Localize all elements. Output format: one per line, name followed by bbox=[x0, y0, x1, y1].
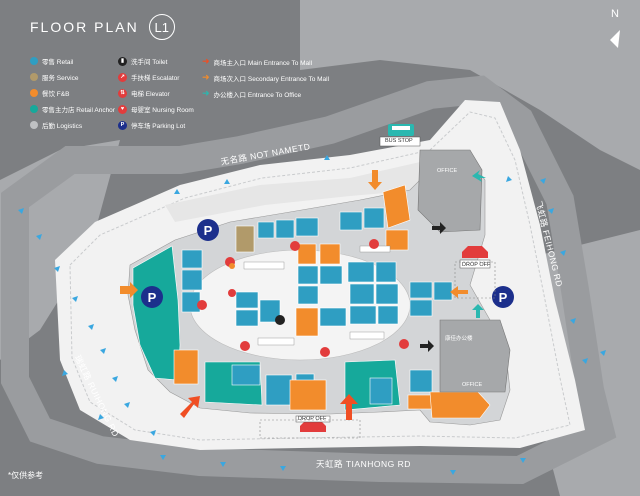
drop-off-south-label: DROP OFF bbox=[298, 416, 327, 422]
legend-fnb: 餐饮 F&B bbox=[30, 88, 69, 98]
svg-text:P: P bbox=[499, 290, 508, 305]
header: FLOOR PLAN L1 bbox=[30, 14, 175, 40]
legend-service: 服务 Service bbox=[30, 72, 78, 82]
arrow-icon: ➜ bbox=[202, 72, 210, 82]
legend-logistics: 后勤 Logistics bbox=[30, 120, 82, 130]
svg-text:P: P bbox=[204, 223, 213, 238]
road-label-south: 天虹路 TIANHONG RD bbox=[316, 459, 411, 469]
office-south-label: OFFICE bbox=[462, 382, 483, 388]
toilet-icon bbox=[275, 315, 285, 325]
secondary-entrance-arrow bbox=[120, 170, 468, 298]
fnb-units bbox=[173, 184, 491, 419]
compass-arrow bbox=[610, 30, 620, 48]
arrow-icon: ➜ bbox=[202, 88, 210, 98]
legend-nursing: ♥母婴室 Nursing Room bbox=[118, 104, 194, 114]
disclaimer-note: *仅供参考 bbox=[8, 471, 44, 480]
main-entrance-arrow bbox=[180, 394, 358, 420]
escalator-icon: ↗ bbox=[118, 72, 127, 82]
traffic-direction-markers bbox=[18, 155, 606, 475]
legend-office-entrance: ➜办公楼入口 Entrance To Office bbox=[202, 88, 302, 99]
legend-main-entrance: ➜商场主入口 Main Entrance To Mall bbox=[202, 56, 313, 67]
legend-secondary-entrance: ➜商场次入口 Secondary Entrance To Mall bbox=[202, 72, 330, 83]
legend-retail: 零售 Retail bbox=[30, 56, 73, 66]
toilet-icon: ▮ bbox=[118, 56, 127, 66]
office-tower-north bbox=[417, 149, 483, 233]
elevator-icon bbox=[228, 263, 236, 297]
nursing-room-icon: ♥ bbox=[118, 104, 127, 114]
arrow-icon: ➜ bbox=[202, 56, 210, 66]
page-title: FLOOR PLAN bbox=[30, 19, 139, 35]
office-north-label: OFFICE bbox=[437, 168, 458, 174]
office-lobby-label: 康佳办公楼 bbox=[445, 336, 473, 342]
legend-escalator: ↗手扶梯 Escalator bbox=[118, 72, 179, 82]
escalator-icon bbox=[197, 239, 409, 357]
drop-off-east-label: DROP OFF bbox=[462, 262, 491, 268]
svg-text:P: P bbox=[148, 290, 157, 305]
parking-icon[interactable]: P P P bbox=[141, 219, 514, 308]
parking-icon: P bbox=[118, 120, 127, 130]
legend-anchor: 零售主力店 Retail Anchor bbox=[30, 104, 115, 114]
legend-toilet: ▮洗手间 Toilet bbox=[118, 56, 167, 66]
floor-badge[interactable]: L1 bbox=[148, 14, 175, 40]
compass-label: N bbox=[611, 8, 619, 20]
office-entrance-arrow bbox=[472, 170, 486, 318]
service-unit bbox=[235, 225, 255, 253]
car-icon bbox=[295, 246, 491, 432]
legend-elevator: ⇅电梯 Elevator bbox=[118, 88, 170, 98]
bus-stop-label: BUS STOP bbox=[385, 138, 413, 144]
office-tower-south bbox=[439, 319, 511, 393]
elevator-icon: ⇅ bbox=[118, 88, 127, 98]
bus-icon bbox=[379, 124, 421, 147]
escalators bbox=[243, 245, 391, 346]
